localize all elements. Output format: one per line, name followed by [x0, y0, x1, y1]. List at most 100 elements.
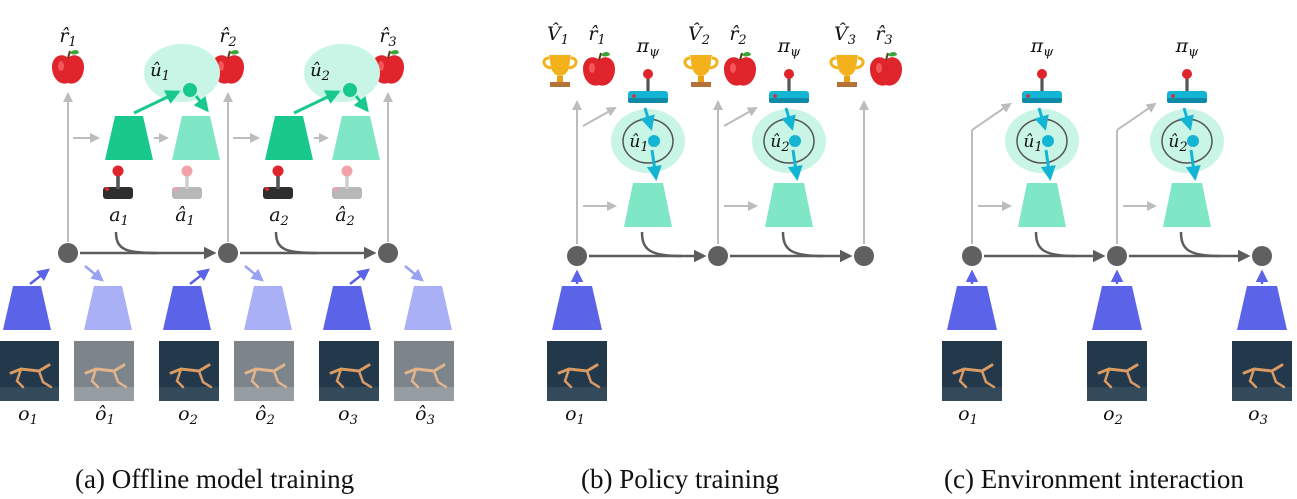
action-curve: [1034, 231, 1077, 258]
state-node: [1107, 246, 1127, 266]
state-node: [58, 243, 78, 263]
latent-label: û2: [1168, 132, 1187, 155]
decoder: [244, 286, 292, 330]
state-node: [708, 246, 728, 266]
state-node: [218, 243, 238, 263]
latent-decoder: [765, 183, 813, 227]
observation-frame: [1087, 341, 1147, 401]
obs-label: o2: [178, 403, 198, 428]
latent-label: û2: [310, 60, 330, 84]
reward-apple-icon: [870, 51, 902, 86]
policy-joystick-icon: [769, 69, 809, 103]
decoder-arrow: [404, 265, 424, 282]
caption-b: (b) Policy training: [581, 464, 779, 494]
latent-decoder: [624, 183, 672, 227]
reward-label: r̂2: [219, 25, 236, 50]
state-node: [854, 246, 874, 266]
obs-label: o2: [1103, 403, 1123, 428]
latent-dot: [1187, 135, 1199, 147]
policy-arrow: [640, 107, 655, 131]
observation-frame: [547, 341, 607, 401]
policy-arrow: [781, 107, 796, 131]
encoder-arrow: [29, 268, 50, 285]
encoder: [1092, 286, 1142, 330]
latent-dot: [1042, 135, 1054, 147]
policy-arrow: [1034, 107, 1049, 131]
recon-label: ô1: [95, 403, 115, 428]
pred-action-joystick-icon: [332, 165, 362, 199]
encoder-arrow: [189, 268, 210, 285]
reward-apple-icon: [724, 51, 756, 86]
latent-encoder: [265, 116, 313, 160]
latent-arrow-in: [133, 90, 181, 115]
reward-label: r̂3: [875, 23, 892, 48]
encoder-arrow: [349, 268, 370, 285]
latent-decoder: [332, 116, 380, 160]
policy-input-arrow: [1116, 102, 1157, 131]
state-node: [1252, 246, 1272, 266]
obs-label: o1: [565, 403, 585, 428]
latent-encoder: [105, 116, 153, 160]
latent-decoder: [1163, 183, 1211, 227]
action-joystick-icon: [263, 165, 293, 199]
latent-label: û1: [150, 60, 170, 84]
latent-arrow-in: [293, 90, 341, 115]
action-label: a2: [269, 204, 289, 229]
latent-label: û1: [1023, 132, 1042, 155]
latent-dot: [789, 135, 801, 147]
encoder: [1237, 286, 1287, 330]
encoder: [552, 286, 602, 330]
state-node: [378, 243, 398, 263]
policy-label: πψ: [1030, 35, 1055, 60]
value-trophy-icon: [683, 55, 719, 87]
latent-dot: [183, 83, 197, 97]
action-curve: [114, 231, 159, 255]
observation-frame: [319, 341, 379, 401]
latent-arrow-out: [353, 95, 369, 113]
decoder-arrow: [84, 265, 104, 282]
reconstruction-frame: [74, 341, 134, 401]
pred-action-joystick-icon: [172, 165, 202, 199]
pred-action-label: â1: [175, 204, 195, 229]
decoder: [404, 286, 452, 330]
policy-label: πψ: [777, 35, 802, 60]
policy-input-arrow: [582, 107, 617, 127]
reward-label: r̂1: [59, 25, 76, 50]
obs-label: o3: [1248, 403, 1268, 428]
latent-halo: [304, 44, 380, 102]
state-node: [567, 246, 587, 266]
policy-joystick-icon: [628, 69, 668, 103]
observation-frame: [942, 341, 1002, 401]
latent-label: û1: [629, 132, 648, 155]
state-node: [962, 246, 982, 266]
policy-input-arrow: [971, 102, 1012, 131]
latent-dot: [648, 135, 660, 147]
latent-decoder: [1018, 183, 1066, 227]
observation-frame: [159, 341, 219, 401]
action-curve: [640, 231, 683, 258]
recon-label: ô2: [255, 403, 275, 428]
latent-arrow-out: [646, 149, 662, 181]
reward-label: r̂2: [729, 23, 746, 48]
policy-input-arrow: [723, 107, 758, 127]
value-label: V̂2: [688, 23, 710, 48]
policy-joystick-icon: [1022, 69, 1062, 103]
reward-apple-icon: [212, 49, 244, 84]
obs-label: o1: [18, 403, 38, 428]
policy-arrow: [1179, 107, 1194, 131]
latent-arrow-out: [1185, 149, 1201, 181]
obs-label: o3: [338, 403, 358, 428]
observation-frame: [1232, 341, 1292, 401]
reward-label: r̂3: [379, 25, 396, 50]
latent-label: û2: [770, 132, 789, 155]
latent-decoder: [172, 116, 220, 160]
encoder: [3, 286, 51, 330]
value-label: V̂3: [834, 23, 856, 48]
action-curve: [781, 231, 824, 258]
reward-label: r̂1: [588, 23, 605, 48]
value-label: V̂1: [547, 23, 569, 48]
recon-label: ô3: [415, 403, 435, 428]
encoder: [163, 286, 211, 330]
policy-label: πψ: [1175, 35, 1200, 60]
